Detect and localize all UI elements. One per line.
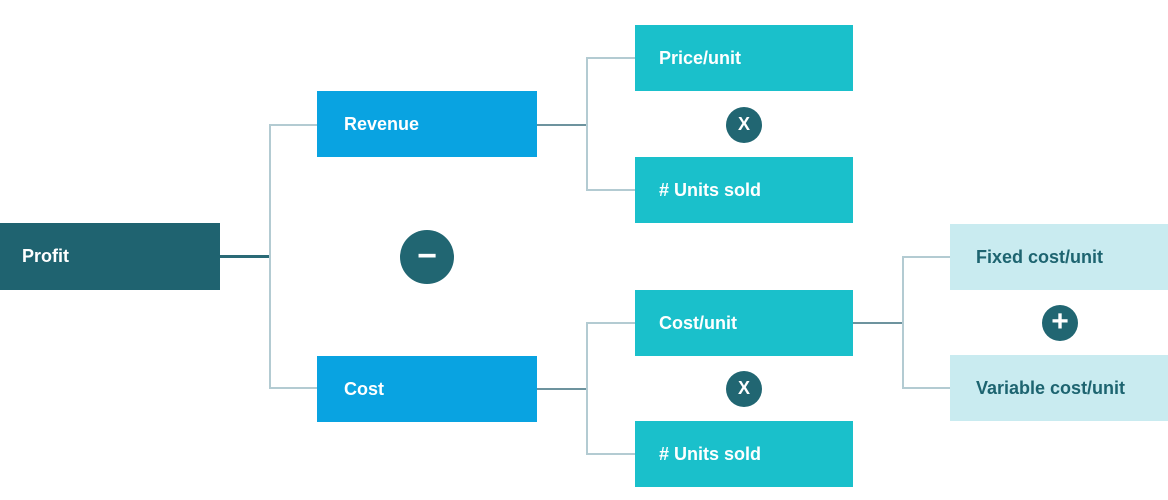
node-revenue: Revenue (317, 91, 537, 157)
node-variable-cost-per-unit-label: Variable cost/unit (976, 377, 1126, 398)
connector-profit-stub (220, 255, 270, 258)
node-revenue-label: Revenue (344, 113, 420, 134)
connector-to-price-per-unit (586, 57, 635, 59)
plus-symbol: + (1051, 305, 1069, 338)
node-fixed-cost-per-unit-label: Fixed cost/unit (976, 246, 1104, 267)
connector-to-fixed-cost (902, 256, 950, 258)
connector-to-revenue (269, 124, 317, 126)
connector-cost-stub (537, 388, 587, 390)
node-cost-per-unit: Cost/unit (635, 290, 853, 356)
multiply-symbol: X (737, 378, 750, 398)
node-fixed-cost-per-unit: Fixed cost/unit (950, 224, 1168, 290)
minus-symbol: − (417, 237, 437, 275)
node-price-per-unit: Price/unit (635, 25, 853, 91)
node-profit-label: Profit (22, 246, 69, 266)
connector-to-units-sold-revenue (586, 189, 635, 191)
node-units-sold-revenue: # Units sold (635, 157, 853, 223)
node-units-sold-revenue-label: # Units sold (659, 179, 762, 200)
multiply-symbol: X (737, 114, 750, 134)
node-price-per-unit-label: Price/unit (659, 47, 742, 68)
connector-to-cost-per-unit (586, 322, 635, 324)
connector-level1-vertical (269, 124, 271, 388)
connector-cost-vertical (586, 322, 588, 455)
multiply-operator-icon: X (726, 107, 762, 143)
node-units-sold-cost: # Units sold (635, 421, 853, 487)
plus-operator-icon: + (1042, 305, 1078, 341)
node-cost: Cost (317, 356, 537, 422)
connector-revenue-stub (537, 124, 587, 126)
connector-to-variable-cost (902, 387, 950, 389)
minus-operator-icon: − (400, 230, 454, 284)
connector-cost-per-unit-stub (853, 322, 903, 324)
node-cost-label: Cost (344, 378, 384, 399)
node-variable-cost-per-unit: Variable cost/unit (950, 355, 1168, 421)
connector-to-cost (269, 387, 317, 389)
node-profit: Profit (0, 223, 220, 290)
connector-cost-per-unit-vertical (902, 256, 904, 389)
connector-revenue-vertical (586, 58, 588, 191)
connector-to-units-sold-cost (586, 453, 635, 455)
node-units-sold-cost-label: # Units sold (659, 443, 762, 464)
node-cost-per-unit-label: Cost/unit (659, 312, 737, 333)
multiply-operator-icon: X (726, 371, 762, 407)
